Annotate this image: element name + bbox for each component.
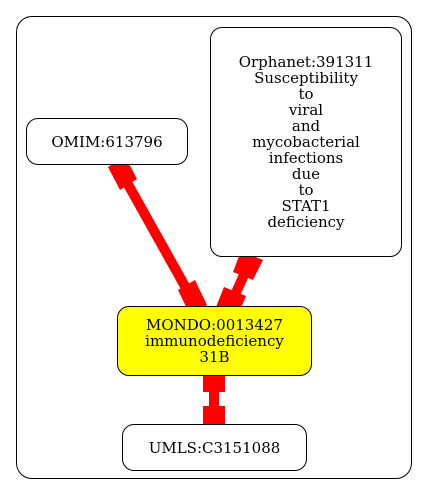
label-line: 31B	[199, 348, 230, 366]
label-line: OMIM:613796	[51, 132, 163, 151]
label-line: immunodeficiency	[145, 332, 284, 350]
edge-orphanet-mondo-tail-marker	[233, 251, 263, 280]
label-line: and	[291, 117, 321, 135]
node-umls[interactable]: UMLS:C3151088	[122, 424, 307, 471]
label-line: MONDO:0013427	[146, 316, 283, 334]
label-line: deficiency	[267, 213, 345, 231]
label-line: Susceptibility	[254, 69, 358, 87]
node-omim-label: OMIM:613796	[51, 134, 162, 150]
node-omim[interactable]: OMIM:613796	[26, 118, 188, 165]
edge-mondo-umls-head-marker	[203, 406, 225, 428]
edge-mondo-umls	[203, 370, 225, 428]
label-line: STAT1	[281, 197, 331, 215]
label-line: infections	[268, 149, 344, 167]
graph-cluster	[16, 16, 412, 479]
node-umls-label: UMLS:C3151088	[149, 440, 281, 456]
label-line: due	[291, 165, 321, 183]
label-line: UMLS:C3151088	[148, 438, 281, 457]
edge-omim-mondo	[108, 156, 207, 315]
label-line: to	[298, 85, 314, 103]
label-line: mycobacterial	[252, 133, 360, 151]
label-line: viral	[288, 101, 324, 119]
label-line: to	[298, 181, 314, 199]
label-line: Orphanet:391311	[238, 53, 374, 71]
